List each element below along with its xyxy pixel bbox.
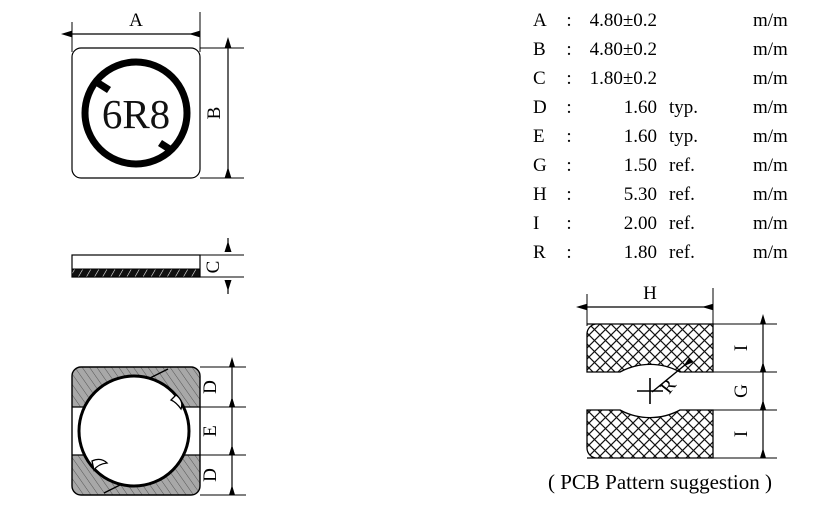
bottom-view: D E D [71, 357, 246, 496]
spec-symbol: R [533, 242, 546, 263]
spec-colon: : [566, 39, 572, 60]
dimension-line-r [651, 357, 693, 393]
side-base-hatch [71, 268, 201, 278]
spec-unit: m/m [753, 68, 788, 89]
dimension-label-d-bottom: D [200, 468, 221, 482]
spec-unit: m/m [753, 39, 788, 60]
notch-tab-lower-left [91, 458, 109, 472]
spec-note: typ. [669, 126, 699, 147]
notch-tab-lower-right [158, 140, 173, 153]
spec-note: ref. [669, 213, 695, 234]
spec-value: 2.00 [623, 213, 657, 234]
spec-colon: : [566, 155, 572, 176]
spec-symbol: H [533, 184, 547, 205]
spec-colon: : [566, 184, 572, 205]
spec-symbol: E [533, 126, 545, 147]
spec-value: 1.80±0.2 [589, 68, 657, 89]
spec-unit: m/m [753, 213, 788, 234]
package-body-outline [71, 47, 201, 179]
spec-symbol: A [533, 10, 547, 31]
spec-unit: m/m [753, 242, 788, 263]
notch-tab-upper-right [169, 394, 183, 411]
spec-colon: : [566, 126, 572, 147]
center-crosshair-icon [637, 378, 663, 404]
spec-unit: m/m [753, 97, 788, 118]
table-row: B : 4.80±0.2 m/m [533, 35, 833, 64]
spec-symbol: G [533, 155, 547, 176]
pcb-pad-bottom [586, 409, 714, 459]
spec-unit: m/m [753, 155, 788, 176]
specification-table: A : 4.80±0.2 m/m B : 4.80±0.2 m/m C : 1.… [533, 6, 833, 267]
pcb-pad-top [586, 323, 714, 373]
dimension-label-h: H [643, 283, 657, 304]
spec-colon: : [566, 68, 572, 89]
spec-note: typ. [669, 97, 699, 118]
table-row: I : 2.00 ref. m/m [533, 209, 833, 238]
dimension-label-i-bottom: I [731, 431, 752, 437]
table-row: H : 5.30 ref. m/m [533, 180, 833, 209]
core-circle [77, 374, 191, 488]
dimension-label-a: A [129, 10, 143, 31]
spec-note: ref. [669, 242, 695, 263]
top-view: A 6R8 B [61, 10, 244, 179]
spec-unit: m/m [753, 10, 788, 31]
spec-value: 4.80±0.2 [589, 10, 657, 31]
spec-colon: : [566, 213, 572, 234]
notch-tab-upper-left [96, 80, 111, 93]
table-row: D : 1.60 typ. m/m [533, 93, 833, 122]
spec-colon: : [566, 242, 572, 263]
bottom-body-outline [71, 366, 201, 496]
dimension-label-b: B [204, 107, 225, 120]
spec-symbol: B [533, 39, 546, 60]
spec-colon: : [566, 10, 572, 31]
table-row: G : 1.50 ref. m/m [533, 151, 833, 180]
side-view: C [71, 238, 244, 294]
spec-unit: m/m [753, 184, 788, 205]
part-marking-text: 6R8 [102, 91, 170, 137]
spec-symbol: D [533, 97, 547, 118]
spec-value: 1.60 [623, 126, 657, 147]
table-row: R : 1.80 ref. m/m [533, 238, 833, 267]
pcb-pattern-caption: ( PCB Pattern suggestion ) [548, 470, 772, 494]
dimension-label-g: G [731, 384, 752, 398]
table-row: E : 1.60 typ. m/m [533, 122, 833, 151]
spec-value: 1.80 [623, 242, 657, 263]
spec-note: ref. [669, 184, 695, 205]
spec-colon: : [566, 97, 572, 118]
spec-symbol: C [533, 68, 546, 89]
table-row: A : 4.80±0.2 m/m [533, 6, 833, 35]
dimension-label-i-top: I [731, 345, 752, 351]
spec-value: 1.50 [623, 155, 657, 176]
spec-unit: m/m [753, 126, 788, 147]
dimension-label-c: C [203, 261, 224, 274]
spec-value: 1.60 [623, 97, 657, 118]
core-circle [81, 58, 191, 168]
dimension-label-d-top: D [200, 380, 221, 394]
spec-value: 4.80±0.2 [589, 39, 657, 60]
pcb-pattern-view: H R I G I [576, 283, 777, 459]
spec-value: 5.30 [623, 184, 657, 205]
table-row: C : 1.80±0.2 m/m [533, 64, 833, 93]
spec-symbol: I [533, 213, 540, 234]
dimension-label-e: E [200, 425, 221, 437]
spec-note: ref. [669, 155, 695, 176]
